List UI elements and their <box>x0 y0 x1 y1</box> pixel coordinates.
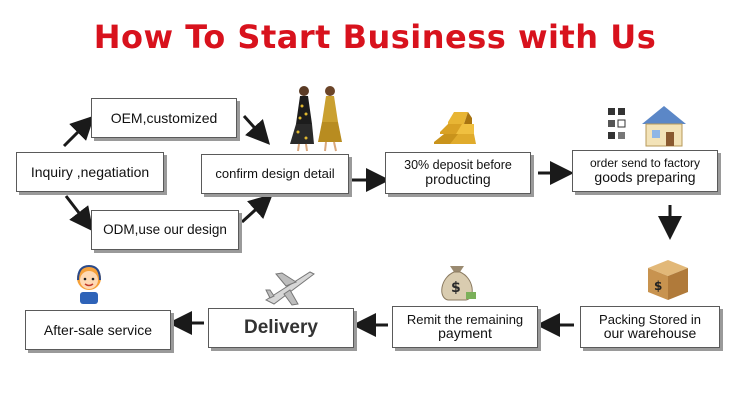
step-delivery-label: Delivery <box>244 317 318 339</box>
step-oem: OEM,customized <box>91 98 237 138</box>
page-title: How To Start Business with Us <box>93 18 657 56</box>
step-aftersale: After-sale service <box>25 310 171 350</box>
gold-bars-icon <box>434 112 476 144</box>
step-remit-line1: Remit the remaining <box>406 311 524 327</box>
step-remit: Remit the remaining payment <box>392 306 538 348</box>
step-packing-line1: Packing Stored in <box>599 311 701 327</box>
step-deposit-line2: producting <box>425 171 491 188</box>
arrow-oem-to-confirm <box>242 114 271 145</box>
arrow-inquiry-to-oem <box>62 115 95 148</box>
step-oem-label: OEM,customized <box>110 109 218 126</box>
step-odm-label: ODM,use our design <box>103 221 227 237</box>
customer-service-icon <box>77 264 101 304</box>
step-inquiry: Inquiry ,negatiation <box>16 152 164 192</box>
arrow-odm-to-confirm <box>240 193 273 224</box>
arrow-inquiry-to-odm <box>64 195 94 232</box>
step-packing: Packing Stored in our warehouse <box>580 306 720 348</box>
step-delivery: Delivery <box>208 308 354 348</box>
step-aftersale-label: After-sale service <box>43 321 153 338</box>
step-deposit: 30% deposit before producting <box>385 152 531 194</box>
svg-text:$: $ <box>654 279 662 293</box>
money-bag-icon: $ <box>441 266 476 301</box>
step-remit-line2: payment <box>438 325 492 342</box>
step-confirm-design: confirm design detail <box>201 154 349 194</box>
airplane-icon <box>264 271 315 306</box>
svg-text:$: $ <box>451 280 461 296</box>
step-inquiry-label: Inquiry ,negatiation <box>30 163 150 180</box>
factory-house-icon <box>608 106 686 147</box>
cardboard-box-icon: $ <box>648 260 688 300</box>
step-packing-line2: our warehouse <box>603 325 697 342</box>
step-factory-line1: order send to factory <box>589 156 701 171</box>
step-odm: ODM,use our design <box>91 210 239 250</box>
step-factory-line2: goods preparing <box>594 168 696 185</box>
step-confirm-label: confirm design detail <box>215 166 335 182</box>
fashion-models-icon <box>290 86 342 152</box>
step-deposit-line1: 30% deposit before <box>404 158 512 173</box>
step-factory: order send to factory goods preparing <box>572 150 718 192</box>
